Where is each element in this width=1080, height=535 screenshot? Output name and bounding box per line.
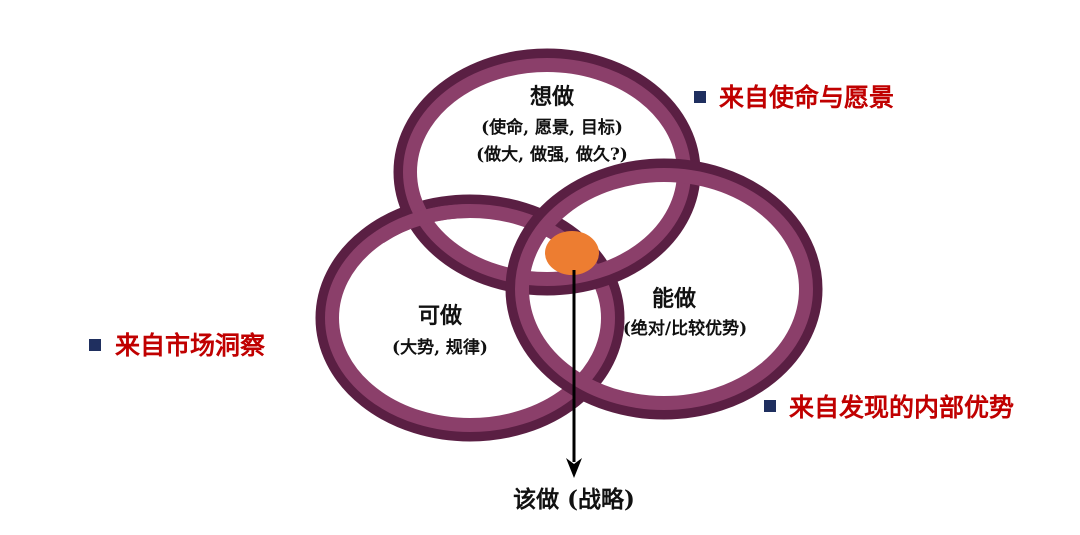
ring-able-line1: (绝对/比较优势): [623, 318, 747, 339]
source-internal: 来自发现的内部优势: [764, 393, 1014, 422]
strategy-center-marker: [545, 231, 599, 275]
ring-able-title: 能做: [652, 286, 697, 312]
source-internal-label: 来自发现的内部优势: [789, 393, 1014, 422]
source-market-bullet-icon: [89, 339, 101, 351]
ring-can-do-title: 可做: [418, 303, 463, 329]
ring-want-line1: (使命, 愿景, 目标): [481, 117, 623, 138]
source-mission-bullet-icon: [694, 91, 706, 103]
source-mission-label: 来自使命与愿景: [719, 83, 894, 112]
ring-want-line2: (做大, 做强, 做久?): [476, 144, 628, 165]
ring-want-title: 想做: [530, 84, 575, 110]
ring-can-do-inner-band: [315, 194, 625, 442]
strategy-arrow-head: [566, 458, 582, 478]
ring-able: [505, 158, 823, 420]
ring-able-band: [515, 168, 813, 410]
source-market-label: 来自市场洞察: [115, 331, 266, 360]
source-mission: 来自使命与愿景: [694, 83, 894, 112]
source-internal-bullet-icon: [764, 400, 776, 412]
ring-able-inner-band: [505, 158, 823, 420]
ring-can-do-line1: (大势, 规律): [392, 337, 488, 358]
ring-can-do-overlap-segment: [376, 204, 471, 243]
source-market: 来自市场洞察: [89, 331, 266, 360]
strategy-result-label: 该做 (战略): [513, 486, 635, 513]
strategy-arrow: [566, 270, 582, 478]
